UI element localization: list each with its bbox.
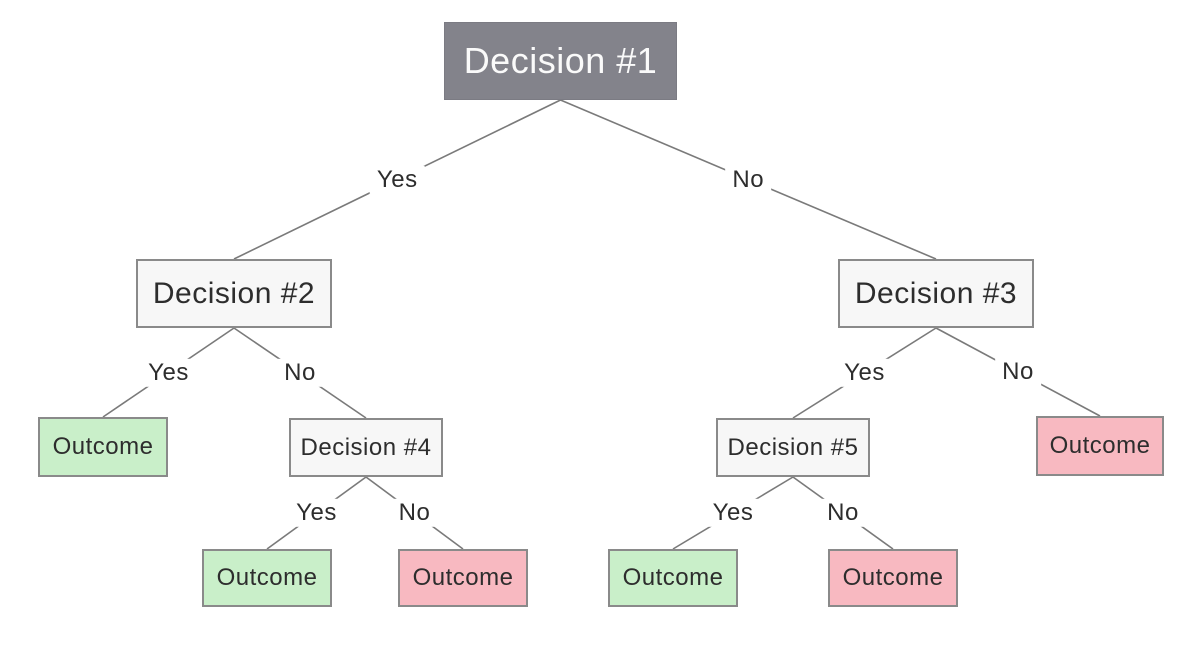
edge-label-yes-d1-d2: Yes — [369, 165, 425, 194]
node-o4-outcome-box: Outcome — [1036, 416, 1164, 476]
node-d3-decision-box: Decision #3 — [838, 259, 1034, 328]
node-d1-decision-box: Decision #1 — [444, 22, 677, 100]
edge-label-no-d5-o6: No — [820, 498, 866, 528]
edge-label-yes-d2-o1: Yes — [141, 358, 196, 387]
edge-label-yes-d5-o5: Yes — [705, 498, 761, 528]
node-d4-decision-box: Decision #4 — [289, 418, 443, 477]
node-o6-outcome-box: Outcome — [828, 549, 958, 607]
node-o3-outcome-box: Outcome — [398, 549, 528, 607]
edge-label-no-d4-o3: No — [391, 498, 438, 528]
edge-label-no-d2-d4: No — [277, 358, 323, 388]
node-o5-outcome-box: Outcome — [608, 549, 738, 607]
edge-label-no-d3-o4: No — [995, 357, 1041, 387]
edge-label-yes-d4-o2: Yes — [289, 498, 344, 528]
node-d2-decision-box: Decision #2 — [136, 259, 332, 328]
edge-label-yes-d3-d5: Yes — [837, 358, 892, 388]
edge-label-no-d1-d3: No — [725, 165, 772, 194]
node-o1-outcome-box: Outcome — [38, 417, 168, 477]
node-o2-outcome-box: Outcome — [202, 549, 332, 607]
node-d5-decision-box: Decision #5 — [716, 418, 870, 477]
